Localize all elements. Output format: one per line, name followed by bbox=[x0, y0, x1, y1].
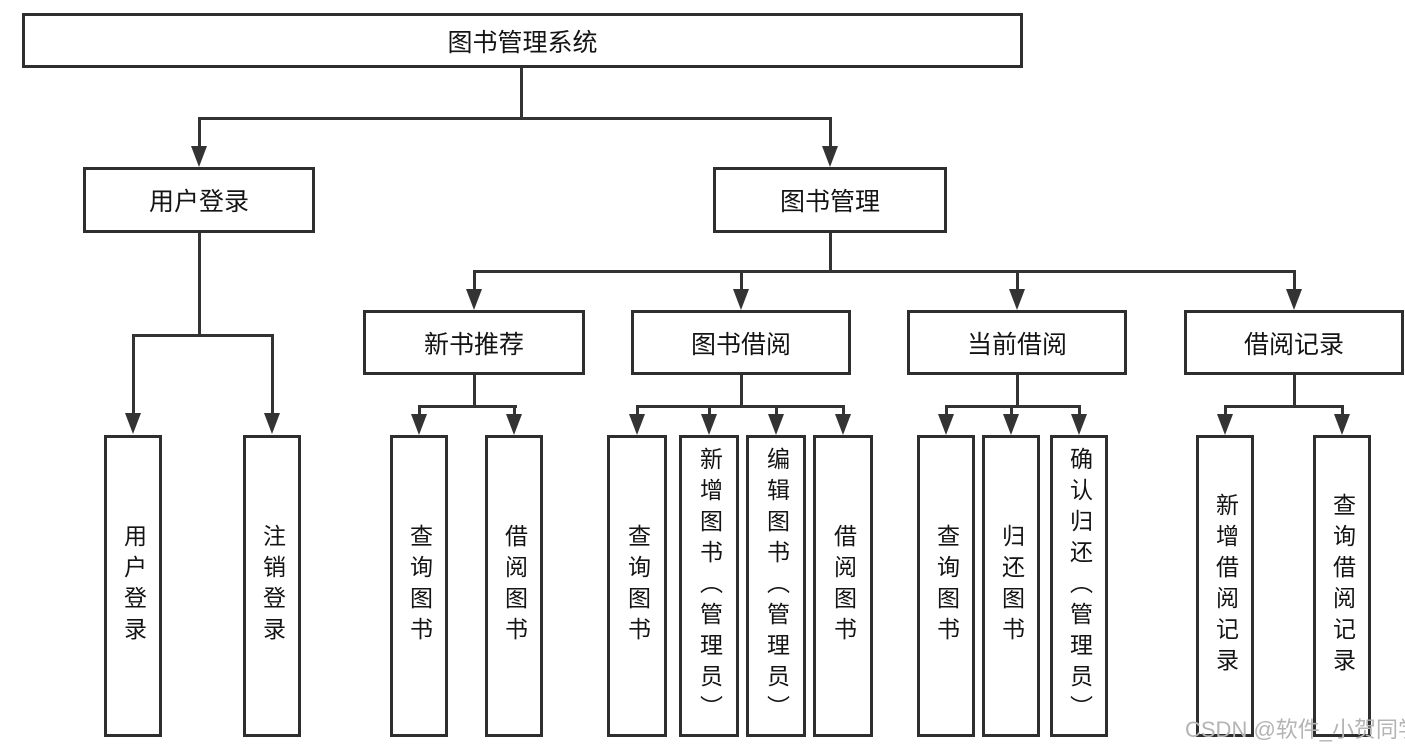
arrow-down-icon bbox=[264, 413, 280, 434]
leaf-query-borrow-record: 查询借阅记录 bbox=[1313, 435, 1371, 737]
connector-line bbox=[1224, 405, 1344, 408]
connector-line bbox=[473, 270, 1296, 273]
connector-line bbox=[1293, 375, 1296, 408]
arrow-down-icon bbox=[1071, 414, 1087, 435]
arrow-down-icon bbox=[1286, 289, 1302, 310]
connector-line bbox=[945, 405, 1081, 408]
connector-line bbox=[132, 334, 135, 414]
connector-line bbox=[842, 405, 845, 418]
arrow-down-icon bbox=[1009, 289, 1025, 310]
connector-line bbox=[636, 405, 639, 418]
leaf-recommend-borrow-books: 借阅图书 bbox=[485, 435, 543, 737]
arrow-down-icon bbox=[506, 414, 522, 435]
node-label: 借阅图书 bbox=[830, 524, 857, 648]
connector-line bbox=[418, 405, 517, 408]
node-label: 图书管理系统 bbox=[447, 28, 598, 57]
node-borrow-records: 借阅记录 bbox=[1184, 310, 1404, 375]
arrow-down-icon bbox=[629, 414, 645, 435]
node-label: 查询图书 bbox=[624, 524, 651, 648]
leaf-user-login: 用户登录 bbox=[104, 435, 162, 737]
node-label: 新书推荐 bbox=[423, 330, 524, 359]
node-label: 用户登录 bbox=[148, 188, 249, 216]
node-label: 查询图书 bbox=[933, 524, 960, 648]
leaf-recommend-query-books: 查询图书 bbox=[390, 435, 448, 737]
connector-line bbox=[473, 270, 476, 292]
connector-line bbox=[1078, 405, 1081, 418]
node-label: 查询图书 bbox=[406, 524, 433, 648]
connector-line bbox=[418, 405, 421, 418]
arrow-down-icon bbox=[411, 414, 427, 435]
arrow-down-icon bbox=[938, 414, 954, 435]
arrow-down-icon bbox=[466, 289, 482, 310]
node-label: 用户登录 bbox=[120, 524, 147, 648]
connector-line bbox=[271, 334, 274, 414]
connector-line bbox=[945, 405, 948, 418]
connector-line bbox=[1341, 405, 1344, 418]
arrow-down-icon bbox=[701, 414, 717, 435]
arrow-down-icon bbox=[822, 146, 838, 167]
arrow-down-icon bbox=[1217, 414, 1233, 435]
leaf-edit-books-admin: 编辑图书（管理员） bbox=[746, 435, 806, 737]
node-book-borrow: 图书借阅 bbox=[631, 310, 851, 375]
connector-line bbox=[708, 405, 711, 418]
connector-line bbox=[1224, 405, 1227, 418]
node-label: 图书借阅 bbox=[690, 330, 791, 359]
node-label: 图书管理 bbox=[779, 188, 880, 216]
connector-line bbox=[1293, 270, 1296, 292]
node-label: 借阅图书 bbox=[501, 524, 528, 648]
node-book-management: 图书管理 bbox=[713, 167, 947, 233]
leaf-logout: 注销登录 bbox=[243, 435, 301, 737]
leaf-confirm-return-admin: 确认归还（管理员） bbox=[1050, 435, 1108, 737]
connector-line bbox=[473, 375, 476, 408]
node-root: 图书管理系统 bbox=[22, 13, 1023, 68]
node-new-book-recommend: 新书推荐 bbox=[363, 310, 585, 375]
connector-line bbox=[1016, 375, 1019, 408]
connector-line bbox=[829, 117, 832, 147]
node-label: 新增借阅记录 bbox=[1212, 493, 1239, 679]
arrow-down-icon bbox=[768, 414, 784, 435]
connector-line bbox=[198, 117, 201, 147]
connector-line bbox=[740, 375, 743, 408]
node-label: 确认归还（管理员） bbox=[1066, 446, 1093, 726]
node-label: 当前借阅 bbox=[966, 330, 1067, 359]
connector-line bbox=[132, 334, 274, 337]
connector-line bbox=[775, 405, 778, 418]
leaf-add-books-admin: 新增图书（管理员） bbox=[679, 435, 739, 737]
node-label: 归还图书 bbox=[998, 524, 1025, 648]
connector-line bbox=[740, 270, 743, 292]
leaf-borrow-books: 借阅图书 bbox=[813, 435, 873, 737]
node-label: 编辑图书（管理员） bbox=[763, 446, 790, 726]
connector-line bbox=[513, 405, 516, 418]
node-label: 注销登录 bbox=[259, 524, 286, 648]
connector-line bbox=[198, 233, 201, 336]
leaf-current-query-books: 查询图书 bbox=[917, 435, 975, 737]
node-label: 新增图书（管理员） bbox=[696, 446, 723, 726]
connector-line bbox=[636, 405, 845, 408]
connector-line bbox=[198, 117, 832, 120]
node-label: 查询借阅记录 bbox=[1329, 493, 1356, 679]
leaf-return-books: 归还图书 bbox=[982, 435, 1040, 737]
connector-line bbox=[829, 233, 832, 273]
arrow-down-icon bbox=[733, 289, 749, 310]
arrow-down-icon bbox=[835, 414, 851, 435]
csdn-watermark: CSDN @软件_小贺同学 bbox=[1185, 717, 1405, 742]
node-label: 借阅记录 bbox=[1243, 330, 1344, 359]
leaf-add-borrow-record: 新增借阅记录 bbox=[1196, 435, 1254, 737]
arrow-down-icon bbox=[1003, 414, 1019, 435]
connector-line bbox=[1010, 405, 1013, 418]
node-current-borrow: 当前借阅 bbox=[907, 310, 1127, 375]
connector-line bbox=[1016, 270, 1019, 292]
connector-line bbox=[520, 68, 523, 118]
leaf-borrow-query-books: 查询图书 bbox=[607, 435, 667, 737]
arrow-down-icon bbox=[191, 146, 207, 167]
arrow-down-icon bbox=[1334, 414, 1350, 435]
node-user-login: 用户登录 bbox=[83, 167, 315, 233]
arrow-down-icon bbox=[125, 413, 141, 434]
